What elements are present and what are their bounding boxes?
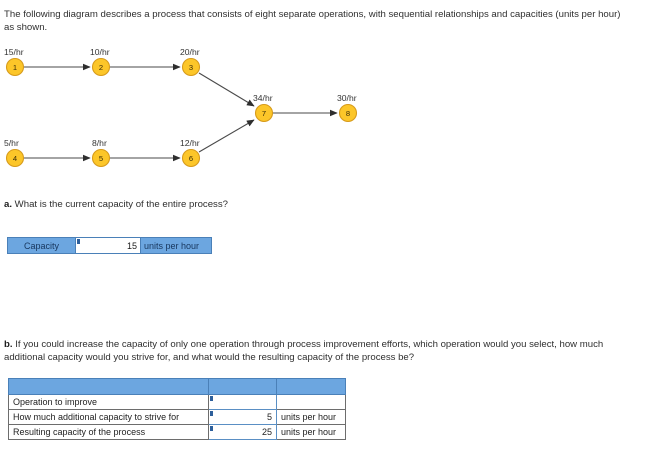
units-additional-capacity: units per hour — [276, 409, 346, 425]
units-resulting-capacity: units per hour — [276, 424, 346, 440]
question-a: a. What is the current capacity of the e… — [4, 198, 424, 211]
diagram-node-5: 8/hr 5 — [91, 138, 111, 168]
question-b-text: If you could increase the capacity of on… — [4, 339, 604, 363]
node-2-number: 2 — [99, 63, 103, 72]
question-a-prefix: a. — [4, 199, 13, 210]
node-2-circle — [91, 57, 111, 77]
diagram-node-4: 5/hr 4 — [4, 138, 25, 168]
edge-3-7 — [198, 72, 255, 107]
node-1-number: 1 — [13, 63, 17, 72]
node-3-capacity-label: 20/hr — [180, 47, 200, 57]
capacity-input[interactable]: 15 — [76, 238, 141, 253]
question-a-text: What is the current capacity of the enti… — [12, 199, 228, 210]
node-8-capacity-label: 30/hr — [337, 93, 357, 103]
question-b: b. If you could increase the capacity of… — [4, 338, 634, 364]
row-label-operation-to-improve: Operation to improve — [8, 394, 209, 410]
node-7-circle — [254, 103, 274, 123]
node-5-number: 5 — [99, 154, 103, 163]
input-operation-to-improve[interactable] — [208, 394, 277, 410]
question-b-prefix: b. — [4, 339, 13, 350]
row-label-additional-capacity: How much additional capacity to strive f… — [8, 409, 209, 425]
process-flow-diagram: 15/hr 1 10/hr 2 20/hr 3 5/hr 4 8/hr 5 — [0, 42, 400, 177]
diagram-node-7: 34/hr 7 — [253, 93, 274, 123]
diagram-node-2: 10/hr 2 — [90, 47, 111, 77]
node-7-capacity-label: 34/hr — [253, 93, 273, 103]
node-4-capacity-label: 5/hr — [4, 138, 19, 148]
node-6-capacity-label: 12/hr — [180, 138, 200, 148]
answer-table: Operation to improve How much additional… — [8, 378, 346, 440]
diagram-edges — [24, 63, 338, 162]
node-3-number: 3 — [189, 63, 193, 72]
node-6-number: 6 — [189, 154, 193, 163]
node-1-capacity-label: 15/hr — [4, 47, 24, 57]
diagram-node-3: 20/hr 3 — [180, 47, 201, 77]
node-6-circle — [181, 148, 201, 168]
node-4-number: 4 — [13, 154, 17, 163]
table-row: Resulting capacity of the process 25 uni… — [8, 424, 346, 440]
node-5-capacity-label: 8/hr — [92, 138, 107, 148]
table-row: Operation to improve — [8, 394, 346, 410]
node-8-number: 8 — [346, 109, 350, 118]
table-row: How much additional capacity to strive f… — [8, 409, 346, 425]
node-4-circle — [5, 148, 25, 168]
diagram-canvas: 15/hr 1 10/hr 2 20/hr 3 5/hr 4 8/hr 5 — [4, 47, 358, 168]
input-resulting-capacity[interactable]: 25 — [208, 424, 277, 440]
node-8-circle — [338, 103, 358, 123]
capacity-label: Capacity — [8, 238, 76, 253]
header-cell-units — [276, 378, 346, 395]
node-3-circle — [181, 57, 201, 77]
node-1-circle — [5, 57, 25, 77]
header-cell-value — [208, 378, 277, 395]
edge-6-7 — [198, 119, 255, 153]
node-7-number: 7 — [262, 109, 266, 118]
units-operation-to-improve — [276, 394, 346, 410]
table-header-row — [8, 378, 346, 395]
capacity-units-label: units per hour — [141, 238, 211, 253]
node-2-capacity-label: 10/hr — [90, 47, 110, 57]
input-additional-capacity[interactable]: 5 — [208, 409, 277, 425]
header-cell-label — [8, 378, 209, 395]
intro-paragraph: The following diagram describes a proces… — [4, 9, 621, 33]
row-label-resulting-capacity: Resulting capacity of the process — [8, 424, 209, 440]
diagram-node-8: 30/hr 8 — [337, 93, 358, 123]
node-5-circle — [91, 148, 111, 168]
capacity-answer-row: Capacity 15 units per hour — [7, 237, 212, 254]
diagram-node-6: 12/hr 6 — [180, 138, 201, 168]
diagram-node-1: 15/hr 1 — [4, 47, 25, 77]
